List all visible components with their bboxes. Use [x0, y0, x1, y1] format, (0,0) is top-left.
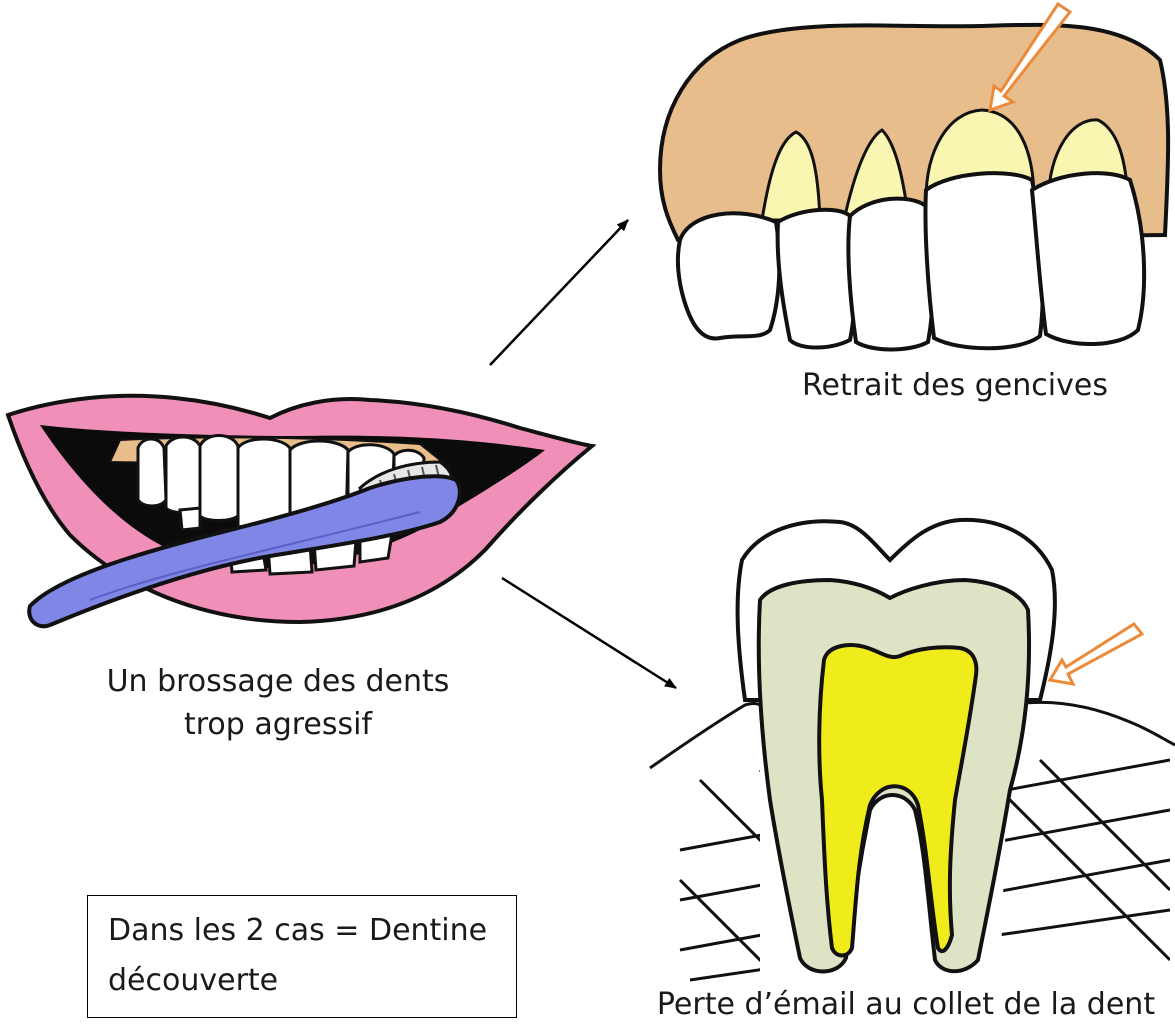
caption-enamel-loss: Perte d’émail au collet de la dent	[632, 983, 1175, 1026]
conclusion-note-box: Dans les 2 cas = Dentine découverte	[87, 895, 517, 1018]
caption-line-2: trop agressif	[60, 703, 496, 746]
note-line-1: Dans les 2 cas = Dentine	[108, 906, 516, 956]
mouth-brushing-illustration	[8, 396, 592, 627]
arrow-to-gum-recession	[490, 220, 628, 365]
note-line-2: découverte	[108, 956, 516, 1006]
caption-aggressive-brushing: Un brossage des dents trop agressif	[60, 660, 496, 746]
enamel-loss-pointer-arrow	[1050, 624, 1142, 684]
caption-line-1: Un brossage des dents	[60, 660, 496, 703]
gum-line-left	[650, 703, 770, 768]
gum-recession-illustration	[660, 4, 1168, 350]
caption-gum-recession: Retrait des gencives	[760, 364, 1150, 407]
gum-line-right	[1010, 702, 1175, 745]
arrow-to-enamel-loss	[502, 578, 676, 688]
tooth-cross-section-illustration	[650, 520, 1175, 980]
